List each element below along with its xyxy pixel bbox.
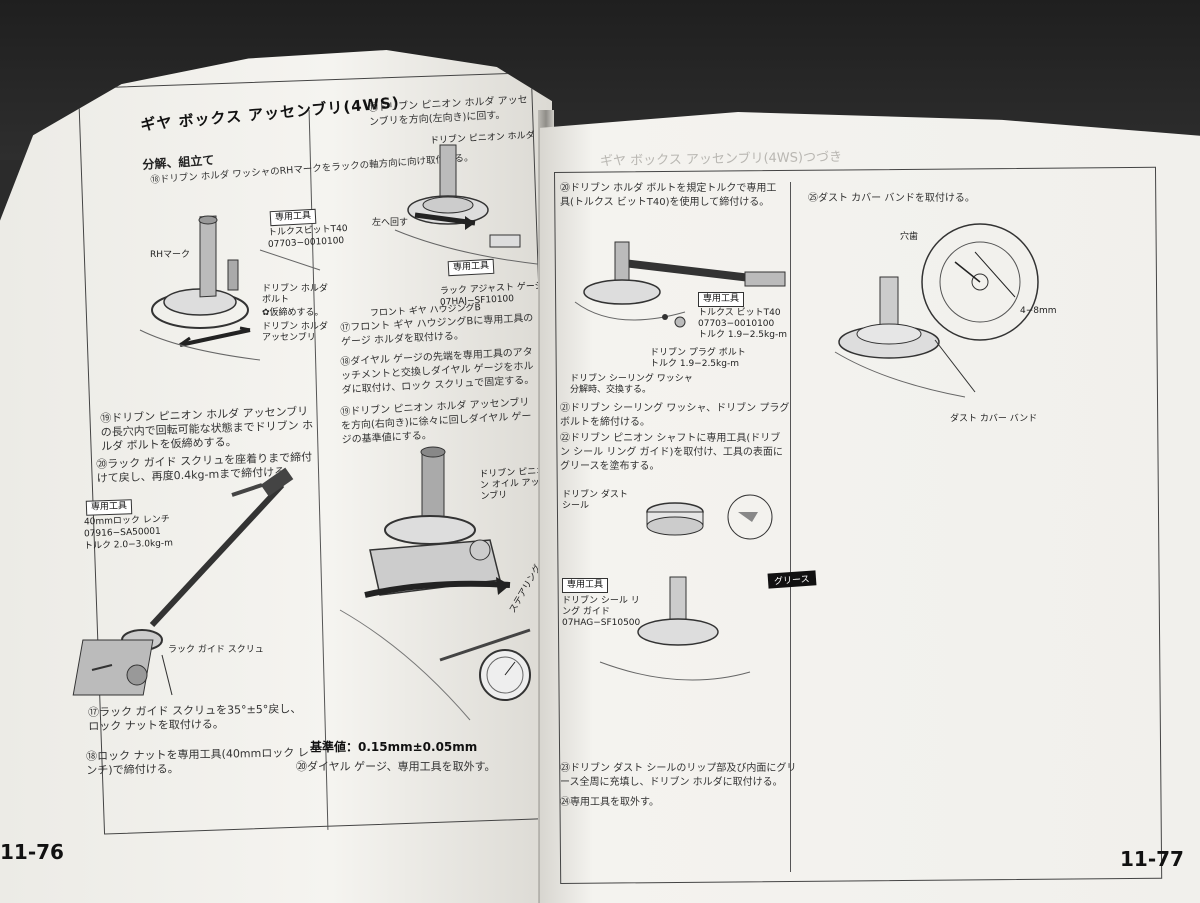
tool-name: ドリブン シール リング ガイド (562, 596, 640, 617)
replace-note: ✿仮締めする。 (262, 308, 324, 318)
step-text: ⑰ラック ガイド スクリュを35°±5°戻し、ロック ナットを取付ける。 (88, 702, 302, 733)
holder-assy-label: ドリブン ホルダ アッセンブリ (262, 322, 328, 343)
figure-dial-gauge (339, 446, 531, 721)
figure-pinion-holder (394, 144, 546, 266)
tool-tag: 専用工具 (562, 578, 609, 593)
tool-tag: 専用工具 (269, 208, 317, 227)
figure-holder-assembly (139, 215, 321, 361)
tool-name: トルクス ビットT40 (698, 308, 781, 318)
step-text: ⑳ドリブン ホルダ ボルトを規定トルクで専用工具(トルクス ビットT40)を使用… (560, 183, 777, 208)
step-text: ⑳ダイヤル ゲージ、専用工具を取外す。 (296, 760, 496, 773)
step-text: ㉕ダスト カバー バンドを取付ける。 (808, 193, 975, 204)
step-text: ⑱ロック ナットを専用工具(40mmロック レンチ)で締付ける。 (86, 746, 309, 777)
bleed-through-title: ギヤ ボックス アッセンブリ(4WS)つづき (599, 149, 843, 170)
plug-torque-label: トルク 1.9−2.5kg-m (650, 359, 739, 369)
figure-dust-seal (599, 494, 773, 681)
dust-seal-label: ドリブン ダスト シール (562, 490, 628, 511)
step-text: ㉓ドリブン ダスト シールのリップ部及び内面にグリース全周に充填し、ドリブン ホ… (560, 763, 797, 788)
tool-tag: 専用工具 (85, 499, 133, 516)
step-text: ⑲ドリブン ピニオン ホルダ アッセンブリの長穴内で回転可能な状態までドリブン … (100, 404, 314, 453)
figure-lock-wrench (72, 467, 294, 696)
step-text: ㉑ドリブン シーリング ワッシャ、ドリブン プラグ ボルトを締付ける。 (560, 403, 790, 428)
band-label: ダスト カバー バンド (950, 414, 1038, 424)
dimension-label: 4−8mm (1020, 306, 1057, 316)
figure-dust-cover-band (834, 223, 1039, 398)
washer-label: ドリブン シーリング ワッシャ (570, 374, 693, 384)
rh-mark-label: RHマーク (150, 250, 191, 260)
tool-tag: 専用工具 (698, 292, 745, 307)
screw-label: ラック ガイド スクリュ (168, 645, 264, 655)
spec-value: 基準値：0.15mm±0.05mm (310, 740, 478, 754)
turn-left-label: 左へ回す (372, 218, 409, 228)
column-divider (790, 182, 791, 872)
tool-number: 07703−0010100 (698, 319, 775, 329)
step-text: ㉒ドリブン ピニオン シャフトに専用工具(ドリブン シール リング ガイド)を取… (560, 433, 783, 472)
page-number-left: 11-76 (0, 840, 64, 864)
tool-tag: 専用工具 (447, 258, 495, 277)
washer-note: 分解時、交換する。 (570, 385, 652, 395)
left-page: ギヤ ボックス アッセンブリ(4WS) 分解、組立て ⑱ドリブン ホルダ ワッシ… (0, 50, 552, 903)
mark-label: 穴歯 (900, 232, 919, 242)
tool-number: 07HAG−SF10500 (562, 618, 641, 628)
holder-bolt-label: ドリブン ホルダ ボルト (262, 284, 328, 305)
page-number-right: 11-77 (1120, 847, 1184, 871)
right-page: ギヤ ボックス アッセンブリ(4WS)つづき ⑳ドリブン ホルダ ボルトを規定ト… (540, 112, 1200, 903)
figure-torx-bit (574, 241, 786, 328)
step-text: ㉔専用工具を取外す。 (560, 797, 659, 808)
plug-bolt-label: ドリブン プラグ ボルト (650, 348, 746, 358)
torque-label: トルク 1.9−2.5kg-m (698, 330, 787, 340)
